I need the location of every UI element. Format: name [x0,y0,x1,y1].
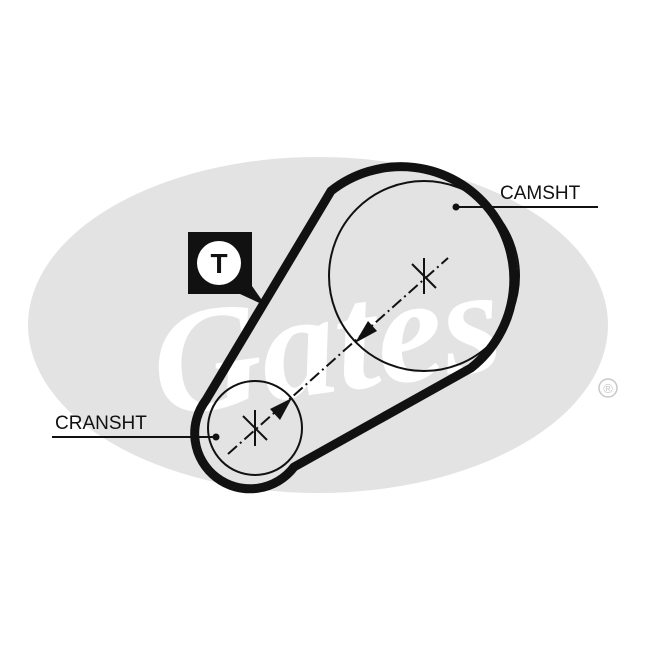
arrow-toward-crankshaft-icon [270,398,292,420]
camshaft-callout: CAMSHT [452,183,598,211]
watermark-oval [28,157,608,493]
tensioner-letter: T [210,248,227,279]
timing-belt [190,162,519,494]
crankshaft-pulley [207,380,303,476]
tensioner-circle [197,241,241,285]
crankshaft-center-mark [242,410,268,446]
crankshaft-callout: CRANSHT [52,413,220,441]
crankshaft-label: CRANSHT [55,413,147,434]
camshaft-center-mark [411,258,437,294]
arrow-toward-camshaft-icon [355,321,377,343]
registered-mark-icon: ® [598,378,618,398]
camshaft-label: CAMSHT [500,183,581,204]
svg-text:®: ® [603,381,613,396]
tensioner-badge: T [188,232,266,306]
camshaft-pulley [328,180,520,372]
center-distance-line [227,257,449,455]
